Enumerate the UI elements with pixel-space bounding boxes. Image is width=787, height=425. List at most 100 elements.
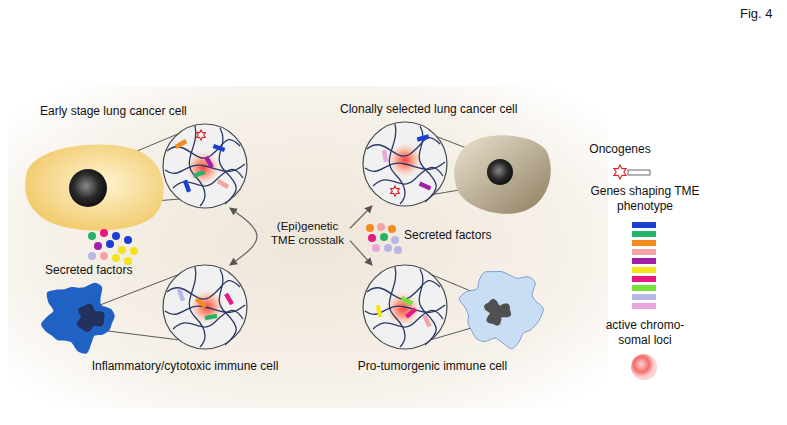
- secreted-factor-dot: [384, 244, 392, 252]
- oncogene-gene-box: [628, 170, 650, 175]
- zoom-space: [345, 265, 520, 359]
- gene-bar: [419, 181, 432, 190]
- legend-label: active chromo- somal loci: [606, 318, 685, 347]
- zoom-space: [90, 265, 280, 359]
- cell-node: Early stage lung cancer cell: [40, 104, 252, 208]
- node-label: (Epi)genetic TME crosstalk: [265, 220, 350, 248]
- gene-bar: [401, 296, 414, 306]
- gene-bar: [205, 314, 218, 320]
- zoom-circle: [163, 124, 247, 208]
- gene-bar: [175, 139, 188, 149]
- secreted-factor-dot: [124, 236, 132, 244]
- cancer-cell: [454, 135, 551, 213]
- cell-nucleus: [77, 304, 105, 332]
- chromatin-strand: [419, 269, 436, 345]
- crosstalk-arrow: [230, 208, 257, 265]
- crosstalk-arrow: [350, 206, 372, 228]
- oncogene-star: [197, 130, 206, 140]
- chromatin-strand: [367, 138, 440, 156]
- secreted-factor-dot: [88, 252, 96, 260]
- legend-entry: Oncogenes: [580, 142, 660, 157]
- secreted-factor-dot: [112, 232, 120, 240]
- node-label: Clonally selected lung cancer cell: [340, 102, 550, 116]
- gene-bar: [195, 297, 207, 308]
- cell-nucleus: [484, 299, 511, 326]
- gene-bar: [177, 289, 185, 302]
- secreted-factor-dot: [94, 242, 102, 250]
- secreted-factor-dot: [377, 223, 385, 231]
- node-label: Early stage lung cancer cell: [40, 104, 252, 118]
- secreted-factor-dot: [394, 246, 402, 254]
- chromatin-strand: [367, 281, 440, 299]
- active-locus: [386, 292, 420, 326]
- gene-bar: [632, 249, 656, 255]
- legend-label: Oncogenes: [589, 142, 650, 156]
- cell-node: Clonally selected lung cancer cell: [340, 102, 550, 206]
- node-label: Pro-tumorgenic immune cell: [345, 359, 520, 373]
- immune-cell: [459, 272, 543, 349]
- oncogene-star: [614, 165, 626, 179]
- secreted-factor-dot: [388, 225, 396, 233]
- gene-bar: [183, 180, 191, 193]
- gene-bar: [632, 231, 656, 237]
- zoom-space: [40, 118, 252, 208]
- gene-bar: [632, 303, 656, 309]
- gene-bar: [417, 134, 430, 141]
- node-label: Inflammatory/cytotoxic immune cell: [90, 359, 280, 373]
- cell-node: Pro-tumorgenic immune cell: [345, 265, 520, 373]
- chromatin-strand: [365, 162, 445, 171]
- cell-nucleus: [69, 169, 107, 207]
- gene-bar: [193, 170, 206, 178]
- gene-bar: [382, 150, 388, 163]
- zoom-space: [340, 116, 550, 206]
- gene-bar: [632, 285, 656, 291]
- secreted-factor-dot: [391, 236, 399, 244]
- chromatin-strand: [165, 164, 245, 173]
- nucleus-zoom: [363, 122, 447, 206]
- secreted-factors-label: Secreted factors: [404, 228, 491, 242]
- secreted-factor-dot: [100, 252, 108, 260]
- immune-cell: [41, 283, 115, 354]
- secreted-factor-dot: [106, 240, 114, 248]
- secreted-factor-dot: [380, 233, 388, 241]
- secreted-factor-dot: [88, 232, 96, 240]
- gene-bar: [632, 267, 656, 273]
- gene-bar: [632, 222, 656, 228]
- secreted-factor-dot: [130, 247, 138, 255]
- legend-label: Genes shaping TME phenotype: [590, 184, 699, 213]
- chromatin-strand: [219, 269, 236, 345]
- legend-entry: Genes shaping TME phenotype: [585, 184, 705, 214]
- secreted-factors-label: Secreted factors: [45, 263, 132, 277]
- active-locus: [186, 151, 220, 185]
- oncogene-star: [391, 186, 400, 196]
- chromatin-strand: [219, 128, 236, 204]
- gene-bar: [213, 144, 226, 152]
- gene-bar: [375, 305, 382, 318]
- crosstalk-arrow: [350, 241, 372, 265]
- gene-bar: [405, 307, 417, 318]
- cell-nucleus: [487, 159, 513, 185]
- nucleus-zoom: [163, 124, 247, 208]
- secreted-factor-dot: [372, 244, 380, 252]
- background-panel: [8, 86, 608, 408]
- gene-bar: [632, 294, 656, 300]
- gene-bar: [632, 258, 656, 264]
- active-locus-ball: [631, 354, 657, 380]
- gene-bar: [632, 240, 656, 246]
- secreted-factor-dot: [368, 234, 376, 242]
- zoom-circle: [363, 265, 447, 349]
- gene-bar: [422, 315, 431, 328]
- gene-bar: [224, 293, 234, 306]
- figure-number: Fig. 4: [740, 6, 773, 22]
- secreted-factor-dot: [366, 224, 374, 232]
- gene-bar: [632, 276, 656, 282]
- cell-node: Inflammatory/cytotoxic immune cell: [90, 265, 280, 373]
- gene-bar: [204, 156, 214, 169]
- secreted-factor-dot: [112, 254, 120, 262]
- nucleus-zoom: [363, 265, 447, 349]
- chromatin-strand: [167, 140, 240, 158]
- zoom-line: [100, 330, 180, 340]
- text-node: (Epi)genetic TME crosstalk: [265, 220, 350, 248]
- secreted-factor-dot: [118, 246, 126, 254]
- legend-entry: active chromo- somal loci: [600, 318, 690, 348]
